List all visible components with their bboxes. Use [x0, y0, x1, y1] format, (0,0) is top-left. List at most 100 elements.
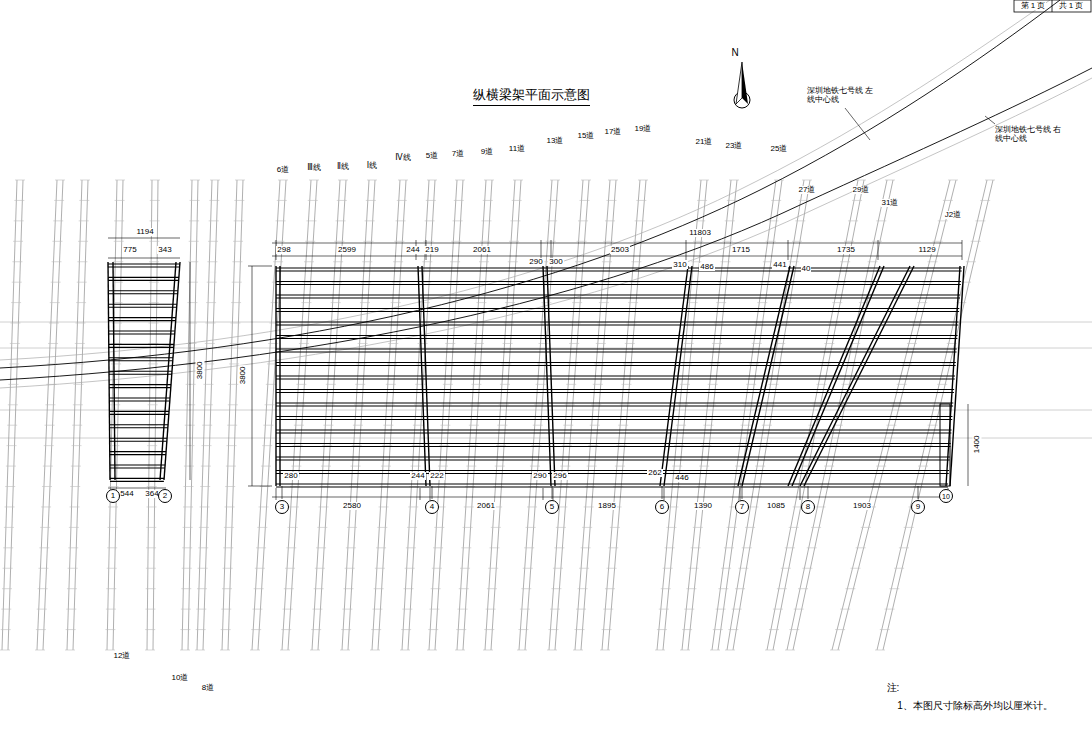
sleeper — [233, 241, 243, 242]
sleeper — [844, 241, 854, 242]
sleeper — [342, 609, 352, 610]
longitudinal-beam — [276, 483, 948, 484]
longitudinal-beam — [109, 360, 173, 361]
sleeper — [50, 302, 60, 303]
sleeper — [149, 241, 159, 242]
rail-line — [228, 180, 243, 650]
sleeper — [341, 629, 351, 630]
sleeper — [537, 363, 547, 364]
track-label: 深圳地铁七号线 右线中心线 — [994, 126, 1066, 144]
rail-line — [519, 180, 552, 650]
sleeper — [190, 180, 200, 181]
axis-number: 1 — [111, 492, 115, 500]
sleeper — [351, 466, 361, 467]
sleeper — [547, 650, 557, 651]
sleeper — [251, 629, 261, 630]
cross-beam — [547, 266, 555, 486]
sleeper — [305, 241, 315, 242]
sleeper — [655, 650, 665, 651]
sleeper — [149, 302, 159, 303]
sleeper — [697, 200, 707, 201]
sleeper — [231, 302, 241, 303]
sleeper — [205, 343, 215, 344]
track-label: 7道 — [451, 150, 465, 159]
sleeper — [209, 200, 219, 201]
sleeper — [594, 363, 604, 364]
sleeper — [527, 506, 537, 507]
sleeper — [603, 609, 613, 610]
sleeper — [269, 323, 279, 324]
track-label: 23道 — [725, 142, 744, 151]
sleeper — [187, 323, 197, 324]
sleeper — [802, 180, 812, 181]
sleeper — [265, 404, 275, 405]
axis-number: 8 — [806, 503, 810, 511]
sleeper — [548, 629, 558, 630]
sleeper — [227, 445, 237, 446]
sleeper — [438, 466, 448, 467]
sleeper — [113, 261, 123, 262]
sleeper — [605, 588, 615, 589]
dimension-text: 3800 — [239, 365, 248, 385]
sleeper — [367, 180, 377, 181]
sleeper — [404, 588, 414, 589]
sleeper — [196, 609, 206, 610]
longitudinal-beam — [109, 344, 174, 345]
rail-line — [718, 180, 782, 650]
sleeper — [499, 404, 509, 405]
sleeper — [824, 343, 834, 344]
sleeper — [111, 363, 121, 364]
axis-circle: 9 — [911, 500, 925, 514]
dimension-text: 222 — [429, 472, 444, 481]
sleeper — [659, 609, 669, 610]
sleeper — [230, 323, 240, 324]
sleeper — [749, 363, 759, 364]
sleeper — [400, 650, 410, 651]
longitudinal-beam — [276, 365, 956, 366]
sleeper — [686, 323, 696, 324]
dimension-line — [108, 238, 180, 239]
sleeper — [311, 629, 321, 630]
sleeper — [456, 629, 466, 630]
sleeper — [200, 506, 210, 507]
longitudinal-beam — [110, 481, 164, 482]
sleeper — [221, 629, 231, 630]
sleeper — [188, 282, 198, 283]
sleeper — [732, 609, 742, 610]
sleeper — [52, 261, 62, 262]
sleeper — [590, 425, 600, 426]
longitudinal-beam — [276, 432, 951, 433]
sleeper — [146, 547, 156, 548]
sleeper — [182, 547, 192, 548]
sleeper — [432, 568, 442, 569]
sleeper — [575, 261, 585, 262]
sleeper — [393, 261, 403, 262]
sleeper — [375, 568, 385, 569]
sleeper — [304, 261, 314, 262]
dimension-tick — [664, 488, 665, 500]
sleeper — [187, 302, 197, 303]
sleeper — [789, 261, 799, 262]
sleeper — [183, 506, 193, 507]
sleeper — [14, 200, 24, 201]
track-label: 15道 — [577, 132, 596, 141]
sleeper — [221, 609, 231, 610]
sleeper — [837, 404, 847, 405]
longitudinal-beam — [276, 297, 960, 298]
sleeper — [295, 404, 305, 405]
sleeper — [566, 384, 576, 385]
rail-line — [147, 180, 152, 650]
sleeper — [198, 568, 208, 569]
sleeper — [146, 527, 156, 528]
sleeper — [539, 343, 549, 344]
cross-beam — [946, 266, 960, 486]
sleeper — [319, 506, 329, 507]
sleeper — [203, 384, 213, 385]
sleeper — [626, 323, 636, 324]
sleeper — [234, 200, 244, 201]
sleeper — [815, 506, 825, 507]
sleeper — [186, 384, 196, 385]
sleeper — [469, 425, 479, 426]
rail-line — [575, 180, 610, 650]
longitudinal-beam — [276, 348, 957, 349]
